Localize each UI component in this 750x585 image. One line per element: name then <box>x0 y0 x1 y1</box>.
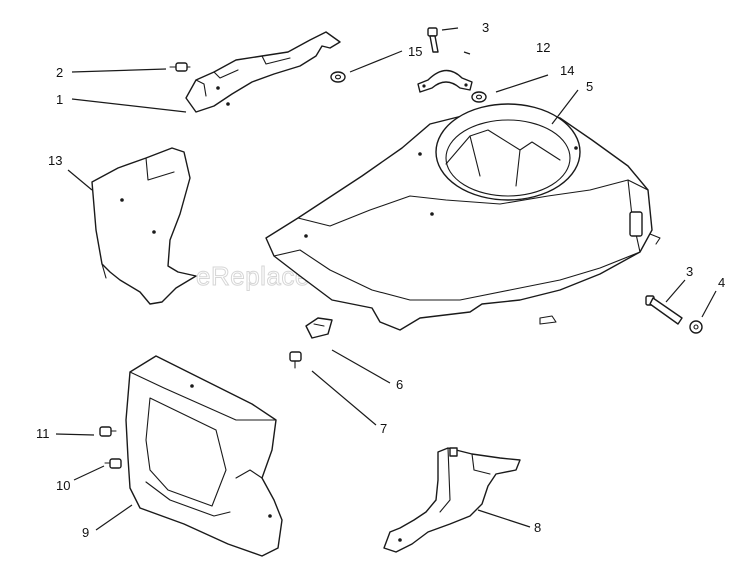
callout-label: 9 <box>82 525 89 540</box>
callout-label: 5 <box>586 79 593 94</box>
part-7-screw <box>289 351 302 369</box>
part-9-cylinder-shield <box>125 355 283 557</box>
callout-label: 2 <box>56 65 63 80</box>
callout-label: 4 <box>718 275 725 290</box>
callout-label: 11 <box>36 426 50 441</box>
leader-lines <box>55 27 717 531</box>
callout-labels: 2 1 3 12 15 14 5 13 3 4 6 7 11 10 9 8 <box>36 20 725 540</box>
part-4-washer <box>689 320 703 334</box>
part-3-bolt-right <box>645 295 683 325</box>
callout-label: 10 <box>56 478 70 493</box>
callout-label: 14 <box>560 63 574 78</box>
callout-label: 8 <box>534 520 541 535</box>
callout-label: 1 <box>56 92 63 107</box>
part-12-clamp <box>417 69 473 93</box>
part-10-screw <box>104 458 122 469</box>
callout-label: 6 <box>396 377 403 392</box>
callout-label: 12 <box>536 40 550 55</box>
part-6-clip <box>305 317 333 339</box>
part-15-washer <box>330 71 346 83</box>
part-3-bolt-top <box>427 27 439 53</box>
callout-label: 7 <box>380 421 387 436</box>
part-5-blower-housing <box>265 103 661 331</box>
callout-label: 13 <box>48 153 62 168</box>
part-14-washer <box>471 91 487 103</box>
part-8-bracket <box>383 447 521 553</box>
callout-label: 15 <box>408 44 422 59</box>
callout-label: 3 <box>686 264 693 279</box>
part-11-screw <box>99 426 117 437</box>
part-2-screw <box>169 62 191 72</box>
part-13-side-shield <box>91 147 197 305</box>
callout-label: 3 <box>482 20 489 35</box>
part-1-baffle <box>185 31 341 113</box>
